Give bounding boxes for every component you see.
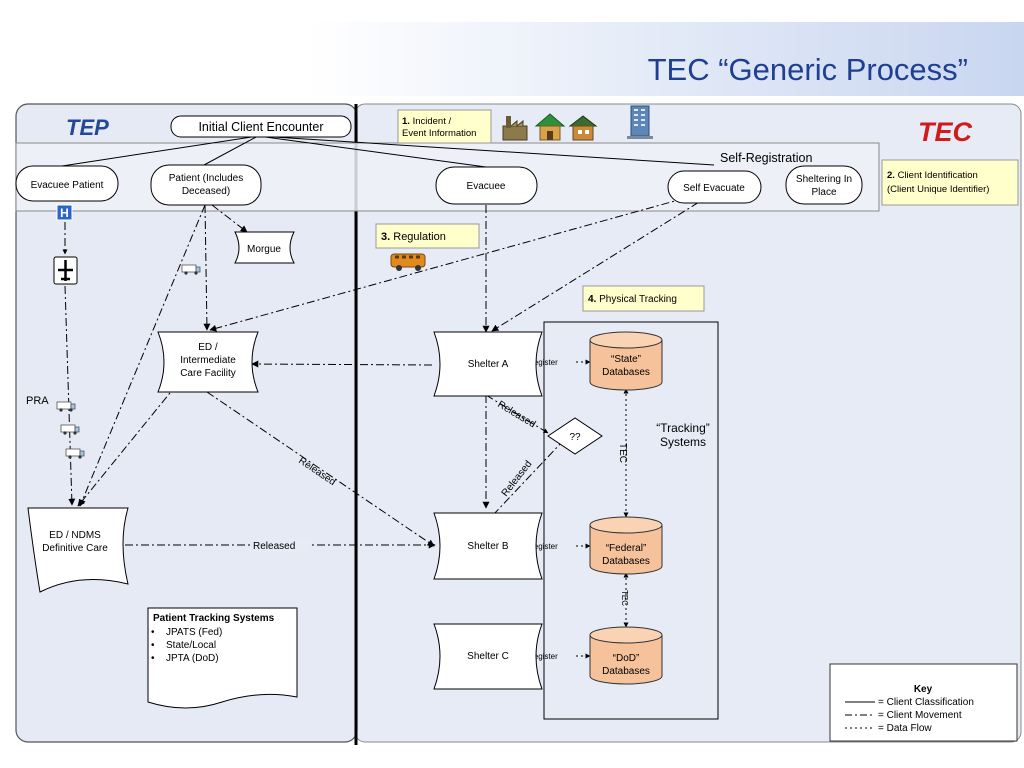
ed-intermediate-line2: Intermediate xyxy=(180,355,236,366)
sheltering-line2: Place xyxy=(811,187,836,198)
client-id-line1: 2. Client Identification xyxy=(887,170,978,181)
federal-db-line2: Databases xyxy=(602,556,650,567)
ed-intermediate-line1: ED / xyxy=(198,342,218,353)
self-evacuate-label: Self Evacuate xyxy=(683,183,745,194)
physical-tracking-callout xyxy=(582,285,705,312)
regulation-callout xyxy=(375,223,480,249)
morgue-label: Morgue xyxy=(247,244,281,255)
register-label-c: Register xyxy=(528,652,558,661)
dod-database: “DoD” Databases xyxy=(589,626,663,685)
sheltering-in-place-node xyxy=(785,165,863,205)
tec-flow-label-1: TEC xyxy=(617,443,628,463)
sheltering-line1: Sheltering In xyxy=(796,174,852,185)
ambulance-icon xyxy=(181,264,201,275)
self-evacuate-node xyxy=(667,170,762,204)
physical-tracking-label: 4. Physical Tracking xyxy=(588,294,677,305)
dod-db-line2: Databases xyxy=(602,666,650,677)
physical-tracking-container xyxy=(543,321,719,720)
evacuee-node xyxy=(435,166,538,205)
client-identification-callout xyxy=(881,159,1019,206)
airplane-icon xyxy=(53,256,78,285)
office-building-icon xyxy=(627,105,653,139)
shelter-c-node xyxy=(433,623,543,690)
client-classification-lines xyxy=(61,135,715,168)
shelter-c-label: Shelter C xyxy=(467,651,509,662)
tracking-systems-line1: “Tracking” xyxy=(656,421,710,435)
client-id-line2: (Client Unique Identifier) xyxy=(887,184,989,195)
incident-callout-line2: Event Information xyxy=(402,128,476,139)
tep-label: TEP xyxy=(66,115,109,140)
shelter-b-label: Shelter B xyxy=(467,541,508,552)
patient-tracking-item-3: JPTA (DoD) xyxy=(166,653,219,664)
decision-diamond xyxy=(547,417,603,455)
patient-deceased-line1: Patient (Includes xyxy=(169,173,244,184)
patient-tracking-title: Patient Tracking Systems xyxy=(153,613,275,624)
patient-tracking-item-1: JPATS (Fed) xyxy=(166,627,222,638)
incident-callout-line1: 1. Incident / xyxy=(402,116,451,127)
legend-title: Key xyxy=(914,684,933,695)
pra-label: PRA xyxy=(26,395,49,407)
federal-db-line1: “Federal” xyxy=(606,543,647,554)
shelter-a-node xyxy=(433,331,543,397)
morgue-node xyxy=(234,231,295,264)
title-band xyxy=(0,22,1024,96)
released-label-ndms: Released xyxy=(253,541,295,552)
state-database: “State” Databases xyxy=(589,331,663,391)
house-brown-icon xyxy=(568,115,598,141)
shelter-b-node xyxy=(433,512,543,580)
patient-tracking-bullet: • xyxy=(151,627,155,638)
decision-label: ?? xyxy=(569,432,581,443)
patient-deceased-node xyxy=(150,164,262,206)
legend-item-classification: = Client Classification xyxy=(878,697,974,708)
dod-db-line1: “DoD” xyxy=(613,653,640,664)
shelter-a-label: Shelter A xyxy=(468,359,509,370)
slide-title: TEC “Generic Process” xyxy=(647,52,968,87)
state-db-line1: “State” xyxy=(611,354,641,365)
evacuee-patient-label: Evacuee Patient xyxy=(31,180,104,191)
regulation-callout-label: 3. Regulation xyxy=(381,231,446,243)
patient-tracking-document xyxy=(147,607,298,709)
patient-tracking-item-2: State/Local xyxy=(166,640,216,651)
patient-deceased-line2: Deceased) xyxy=(182,186,230,197)
ambulance-icon xyxy=(65,448,85,459)
legend-item-movement: = Client Movement xyxy=(878,710,962,721)
hospital-icon: H xyxy=(56,204,73,221)
ed-intermediate-line3: Care Facility xyxy=(180,368,236,379)
bus-icon xyxy=(390,253,426,271)
federal-database: “Federal” Databases xyxy=(589,516,663,575)
patient-tracking-bullet: • xyxy=(151,653,155,664)
svg-text:H: H xyxy=(60,206,69,220)
self-registration-label: Self-Registration xyxy=(720,151,812,165)
ambulance-icon xyxy=(60,424,80,435)
tec-label: TEC xyxy=(918,117,973,147)
legend-item-data-flow: = Data Flow xyxy=(878,723,932,734)
incident-callout xyxy=(397,109,492,144)
evacuee-label: Evacuee xyxy=(467,181,506,192)
house-green-icon xyxy=(534,113,566,141)
register-label-a: Register xyxy=(528,358,558,367)
incident-building-icons xyxy=(502,105,653,141)
register-label-b: Register xyxy=(528,542,558,551)
factory-icon xyxy=(502,116,528,141)
ed-ndms-node xyxy=(27,507,129,593)
initial-client-encounter-label: Initial Client Encounter xyxy=(198,120,323,134)
tec-flow-label-2: TEC xyxy=(620,590,629,606)
data-flow-lines xyxy=(541,359,629,659)
state-db-line2: Databases xyxy=(602,367,650,378)
tracking-systems-line2: Systems xyxy=(660,435,706,449)
ed-ndms-line1: ED / NDMS xyxy=(49,530,101,541)
initial-client-encounter-node xyxy=(170,115,352,138)
ambulance-icon xyxy=(56,401,76,412)
ed-intermediate-node xyxy=(157,331,259,393)
patient-tracking-bullet: • xyxy=(151,640,155,651)
evacuee-patient-node xyxy=(15,165,119,202)
ambulance-icons xyxy=(56,264,201,459)
ed-ndms-line2: Definitive Care xyxy=(42,543,108,554)
